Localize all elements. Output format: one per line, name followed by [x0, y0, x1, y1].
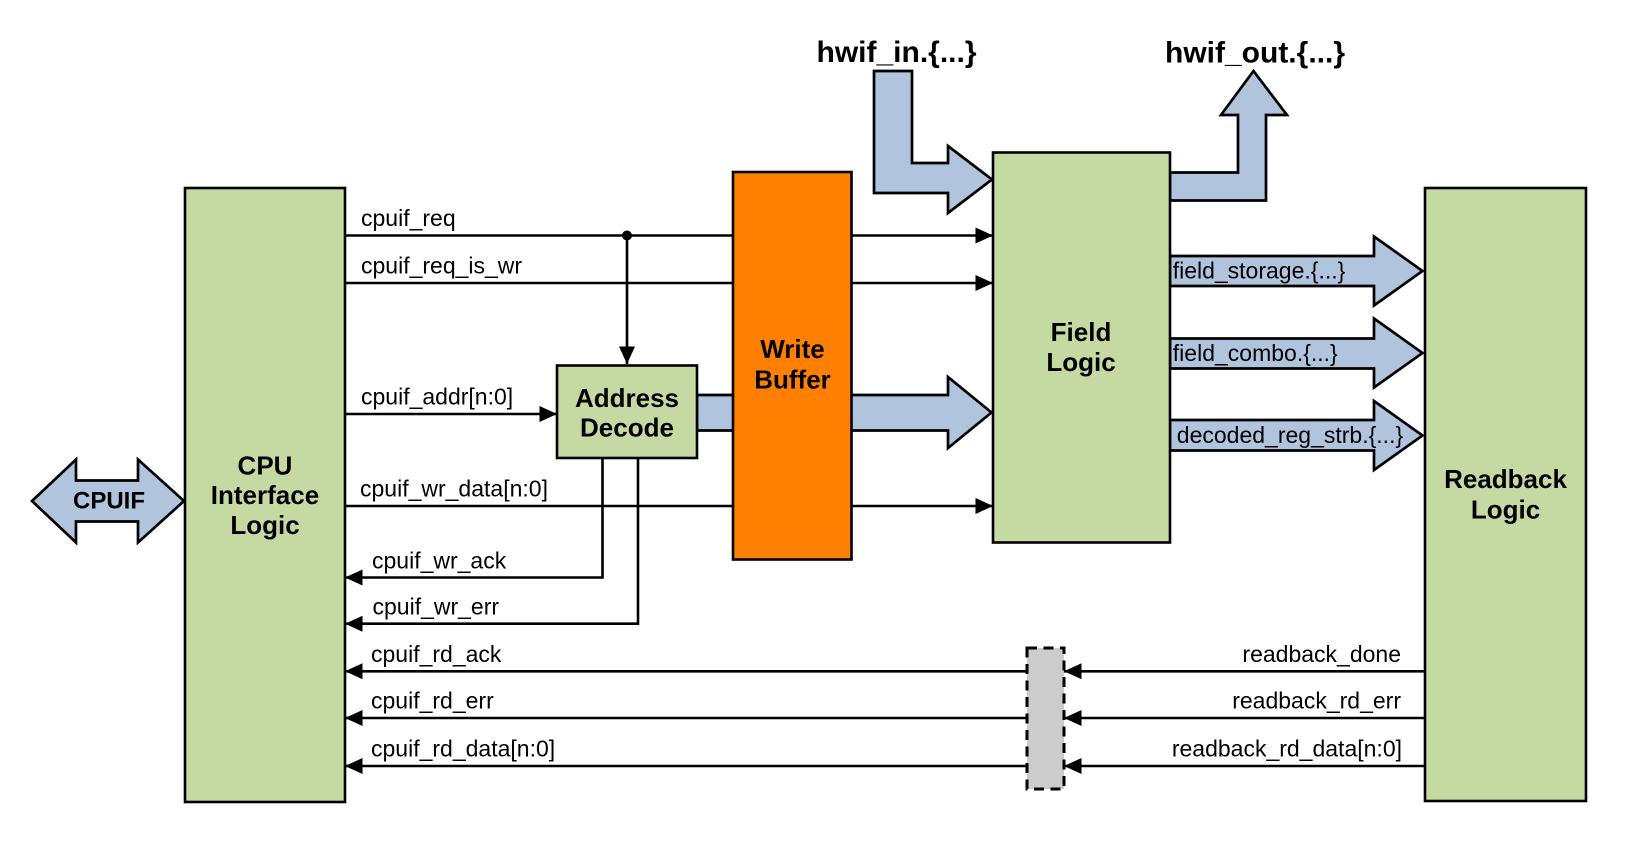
svg-text:CPU: CPU: [238, 451, 293, 481]
svg-text:Logic: Logic: [1046, 347, 1115, 377]
svg-text:readback_rd_err: readback_rd_err: [1232, 688, 1401, 714]
svg-text:CPUIF: CPUIF: [73, 488, 145, 515]
svg-text:Field: Field: [1051, 317, 1112, 347]
svg-text:cpuif_req: cpuif_req: [361, 205, 456, 231]
svg-text:cpuif_wr_data[n:0]: cpuif_wr_data[n:0]: [360, 476, 548, 502]
svg-text:decoded_reg_strb.{...}: decoded_reg_strb.{...}: [1177, 422, 1404, 448]
svg-text:Buffer: Buffer: [754, 365, 831, 395]
svg-text:Address: Address: [575, 383, 679, 413]
svg-text:cpuif_wr_ack: cpuif_wr_ack: [372, 548, 507, 574]
svg-text:cpuif_wr_err: cpuif_wr_err: [373, 594, 500, 620]
svg-text:Write: Write: [760, 334, 825, 364]
svg-text:hwif_out.{...}: hwif_out.{...}: [1165, 37, 1345, 70]
svg-text:Readback: Readback: [1444, 464, 1567, 494]
svg-text:cpuif_req_is_wr: cpuif_req_is_wr: [361, 253, 522, 279]
svg-text:field_storage.{...}: field_storage.{...}: [1173, 258, 1346, 284]
svg-text:Decode: Decode: [580, 413, 674, 443]
svg-text:readback_rd_data[n:0]: readback_rd_data[n:0]: [1172, 736, 1402, 762]
svg-text:cpuif_rd_ack: cpuif_rd_ack: [371, 641, 502, 667]
svg-text:cpuif_rd_err: cpuif_rd_err: [371, 688, 494, 714]
svg-text:Logic: Logic: [1471, 495, 1540, 525]
svg-text:field_combo.{...}: field_combo.{...}: [1173, 340, 1338, 366]
svg-text:readback_done: readback_done: [1242, 641, 1401, 667]
svg-text:cpuif_rd_data[n:0]: cpuif_rd_data[n:0]: [371, 736, 555, 762]
svg-text:Interface: Interface: [211, 480, 319, 510]
svg-text:cpuif_addr[n:0]: cpuif_addr[n:0]: [361, 384, 513, 410]
svg-text:Logic: Logic: [230, 510, 299, 540]
svg-text:hwif_in.{...}: hwif_in.{...}: [817, 36, 977, 69]
